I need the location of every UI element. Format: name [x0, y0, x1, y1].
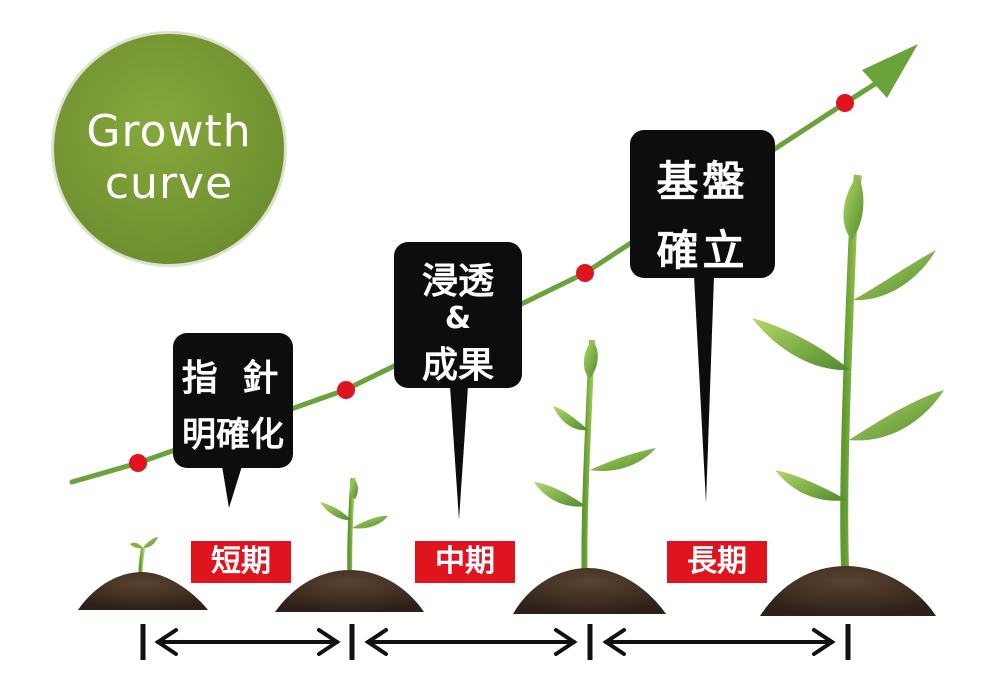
bubble-text-line: &: [444, 301, 472, 336]
soil-mound-icon: [513, 568, 666, 614]
bubble-text-line: 成果: [421, 345, 494, 386]
growth-curve-badge: Growth curve: [54, 34, 284, 264]
period-label-mid: 中期: [415, 541, 515, 583]
seedling-icon: [534, 339, 656, 586]
stage-bubble-mid-term: 浸透 & 成果: [394, 242, 522, 388]
double-arrow-icon: [154, 628, 341, 656]
milestone-dot-icon: [576, 264, 594, 282]
bubble-text-line: 基盤: [656, 157, 749, 206]
stage-bubble-long-term: 基盤 確立: [630, 130, 775, 278]
double-arrow-icon: [602, 628, 836, 656]
soil-mound-icon: [275, 570, 424, 612]
seedling-icon: [752, 174, 944, 591]
milestone-dot-icon: [337, 381, 355, 399]
stage-bubble-short-term: 指 針 明確化: [173, 333, 293, 468]
timeline: [140, 624, 851, 660]
bubble-text-line: 指 針: [181, 358, 285, 399]
bubble-pointer-icon: [222, 466, 242, 508]
bubble-pointer-icon: [450, 386, 468, 520]
curve-arrowhead-icon: [862, 44, 918, 98]
badge-line-1: Growth: [86, 106, 252, 157]
period-label-long: 長期: [667, 541, 767, 583]
milestone-dot-icon: [129, 454, 147, 472]
bubble-pointer-icon: [694, 276, 714, 503]
soil-mound-icon: [78, 572, 208, 610]
badge-line-2: curve: [104, 158, 234, 209]
period-label-short: 短期: [191, 541, 291, 583]
soil-mound-icon: [760, 566, 936, 616]
seedling-icon: [320, 477, 388, 583]
bubble-text-line: 確立: [656, 226, 749, 275]
milestone-dot-icon: [836, 94, 854, 112]
bubble-text-line: 浸透: [421, 261, 494, 302]
bubble-text-line: 明確化: [182, 415, 284, 455]
double-arrow-icon: [364, 628, 578, 656]
